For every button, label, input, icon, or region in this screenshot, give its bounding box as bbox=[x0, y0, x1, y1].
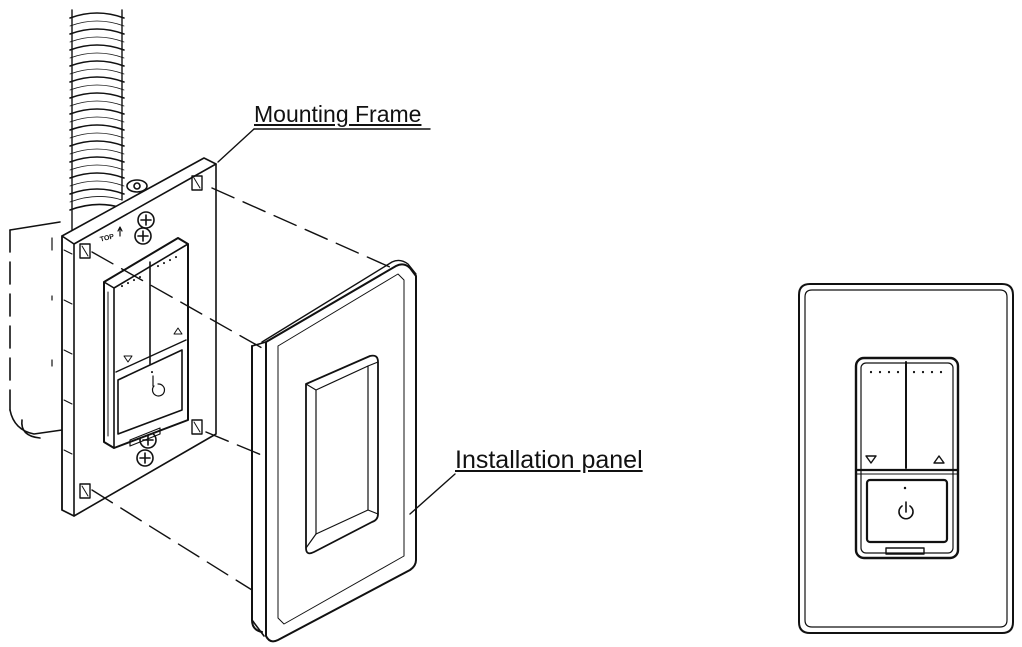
leader-lines bbox=[217, 128, 456, 515]
dimmer-switch-3d bbox=[103, 237, 189, 449]
up-triangle-icon bbox=[933, 455, 945, 464]
projection-lines bbox=[91, 187, 393, 591]
installation-panel bbox=[251, 259, 417, 643]
power-icon bbox=[898, 501, 914, 520]
installation-panel-label: Installation panel bbox=[455, 446, 643, 474]
wall-box bbox=[9, 221, 63, 439]
down-triangle-icon bbox=[865, 455, 877, 464]
mounting-frame-label: Mounting Frame bbox=[254, 101, 422, 127]
flexible-conduit bbox=[69, 9, 148, 231]
screw-icon bbox=[134, 211, 155, 245]
front-view-installed bbox=[798, 283, 1014, 634]
dimmer-bottom-tab bbox=[885, 547, 925, 555]
power-button bbox=[865, 478, 949, 544]
